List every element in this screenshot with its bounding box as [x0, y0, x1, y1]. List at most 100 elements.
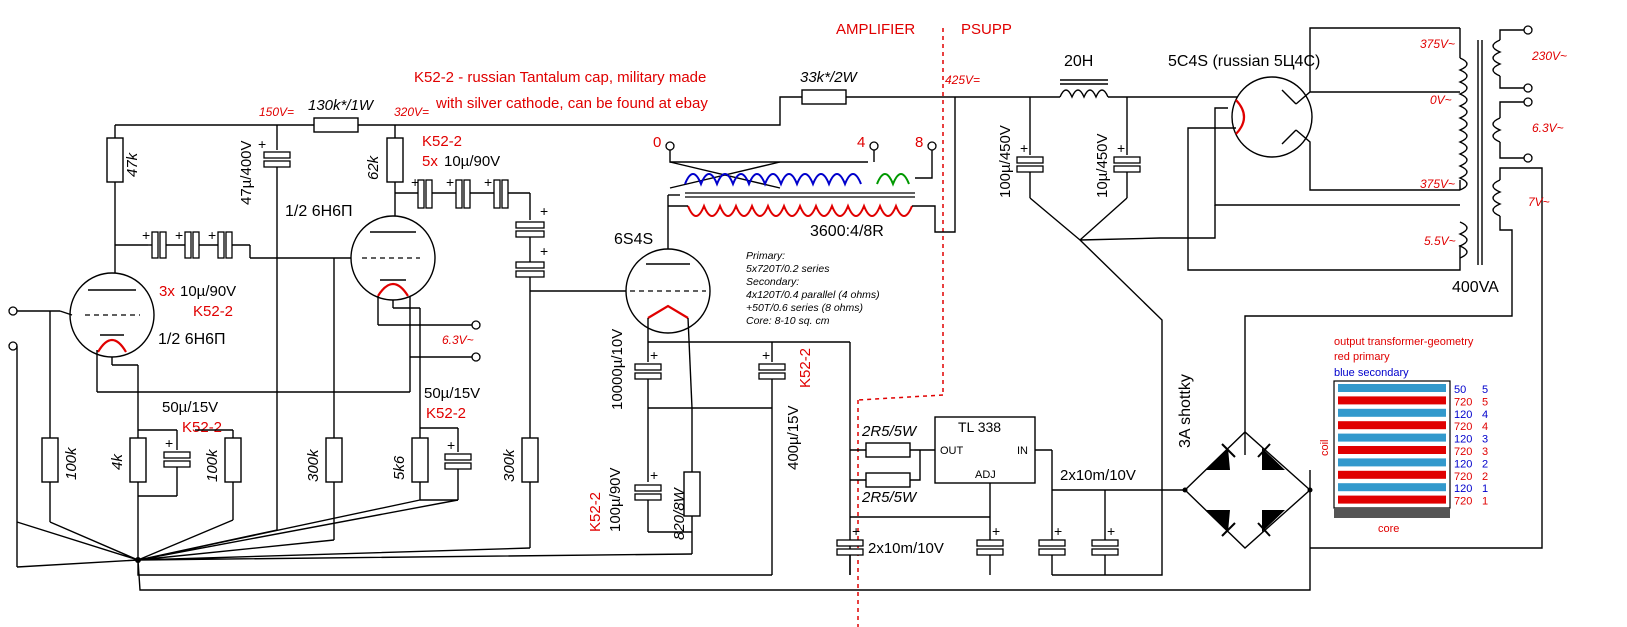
legend-layer-5	[1338, 446, 1446, 454]
cap-100u-450	[1016, 156, 1044, 164]
label-400u: 400µ/15V	[785, 405, 802, 470]
label-100k-a: 100k	[63, 446, 80, 480]
label-10000u: 10000µ/10V	[609, 329, 626, 410]
volt-375b: 375V~	[1420, 177, 1455, 191]
svg-text:+: +	[540, 203, 548, 219]
svg-text:+: +	[165, 435, 173, 451]
legend-layer-turns-8: 120	[1454, 483, 1472, 495]
resistor-100k-b	[224, 437, 242, 483]
legend-title: output transformer-geometry	[1334, 336, 1474, 348]
label-50u-b-type: K52-2	[426, 405, 466, 422]
svg-text:+: +	[484, 174, 492, 190]
label-3x-pre: 3x	[159, 283, 175, 300]
tap-0-terminal	[665, 141, 675, 151]
legend-layer-1	[1338, 396, 1446, 405]
legend-layer-2	[1338, 408, 1446, 417]
legend-layer-4	[1338, 433, 1446, 442]
cap-47u	[263, 151, 291, 159]
legend-layer-turns-2: 120	[1454, 409, 1472, 421]
legend-coil-label: coil	[1319, 439, 1331, 456]
resistor-300k-b	[521, 437, 539, 483]
label-ratio: 3600:4/8R	[810, 223, 884, 240]
resistor-62k	[386, 137, 404, 183]
cap-10000u	[634, 363, 662, 371]
label-3x-type: K52-2	[193, 303, 233, 320]
tube-3	[625, 248, 711, 334]
svg-text:+: +	[540, 243, 548, 259]
legend-layer-8	[1338, 483, 1446, 492]
label-10u-450: 10µ/450V	[1094, 133, 1111, 198]
section-amplifier: AMPLIFIER	[836, 21, 915, 38]
label-130k: 130k*/1W	[308, 97, 375, 114]
output-transformer	[665, 97, 956, 233]
label-tube-3: 6S4S	[614, 231, 653, 248]
label-100u-450: 100µ/450V	[997, 125, 1014, 198]
input-terminal-1	[8, 306, 18, 316]
legend-layer-3	[1338, 421, 1446, 430]
section-divider-h	[857, 394, 944, 401]
label-5k6: 5k6	[391, 455, 408, 480]
tube-2	[350, 215, 436, 301]
legend-red: red primary	[1334, 351, 1390, 363]
tx-note-2: 5x720T/0.2 series	[746, 263, 830, 275]
resistor-5k6	[411, 437, 429, 483]
cap-3x: +++	[142, 227, 250, 259]
legend-layer-7	[1338, 470, 1446, 479]
legend-layer-num-6: 2	[1482, 458, 1488, 470]
resistor-100k-a	[41, 437, 59, 483]
cap-50u-a	[163, 451, 191, 459]
legend-layer-0	[1338, 384, 1446, 392]
rectifier-tube	[1187, 27, 1461, 271]
regulator-in: IN	[1017, 445, 1028, 457]
label-47u: 47µ/400V	[238, 140, 255, 205]
volt-63: 6.3V~	[1532, 121, 1564, 135]
legend-layer-num-2: 4	[1482, 409, 1488, 421]
volt-55: 5.5V~	[1424, 234, 1456, 248]
legend-layer-num-0: 5	[1482, 384, 1488, 396]
svg-text:+: +	[208, 227, 216, 243]
svg-text:+: +	[446, 174, 454, 190]
label-100k-b: 100k	[204, 448, 221, 482]
cap-50u-b	[444, 453, 472, 461]
cap-5x: +++ ++	[411, 174, 548, 278]
label-50u-a: 50µ/15V	[162, 399, 218, 416]
label-3x: 10µ/90V	[180, 283, 236, 300]
bridge-rectifier	[1182, 431, 1313, 549]
legend-layer-num-7: 2	[1482, 471, 1488, 483]
label-62k: 62k	[365, 154, 382, 180]
legend-layer-turns-6: 120	[1454, 458, 1472, 470]
svg-text:+: +	[650, 347, 658, 363]
legend-layer-turns-7: 720	[1454, 471, 1472, 483]
legend-layer-num-4: 3	[1482, 434, 1488, 446]
volt-150: 150V=	[259, 105, 294, 119]
label-4k: 4k	[109, 453, 126, 470]
tx-note-6: Core: 8-10 sq. cm	[746, 315, 830, 327]
ground-star	[16, 470, 1311, 591]
label-5x-pre: 5x	[422, 153, 438, 170]
legend-layer-turns-1: 720	[1454, 396, 1472, 408]
label-2r5-b: 2R5/5W	[861, 489, 918, 506]
label-47k: 47k	[124, 151, 141, 177]
svg-text:+: +	[762, 347, 770, 363]
note-line-2: with silver cathode, can be found at eba…	[435, 95, 708, 112]
label-5x-type: K52-2	[422, 133, 462, 150]
svg-text:+: +	[650, 467, 658, 483]
tap-8-terminal	[927, 141, 937, 151]
label-33k: 33k*/2W	[800, 69, 859, 86]
legend-layer-9	[1338, 495, 1446, 504]
label-2x10m-a: 2x10m/10V	[868, 540, 944, 557]
tx-note-5: +50T/0.6 series (8 ohms)	[746, 302, 863, 314]
resistor-300k-a	[325, 437, 343, 483]
resistor-4k	[129, 437, 147, 483]
legend-layer-turns-5: 720	[1454, 446, 1472, 458]
cap-10u-450	[1113, 156, 1141, 164]
volt-heater: 6.3V~	[442, 333, 474, 347]
label-300k-b: 300k	[501, 448, 518, 482]
note-line-1: K52-2 - russian Tantalum cap, military m…	[414, 69, 706, 86]
legend-core	[1334, 508, 1450, 518]
legend-layer-turns-9: 720	[1454, 496, 1472, 508]
svg-text:+: +	[1117, 140, 1125, 156]
svg-text:+: +	[142, 227, 150, 243]
section-psupp: PSUPP	[961, 21, 1012, 38]
